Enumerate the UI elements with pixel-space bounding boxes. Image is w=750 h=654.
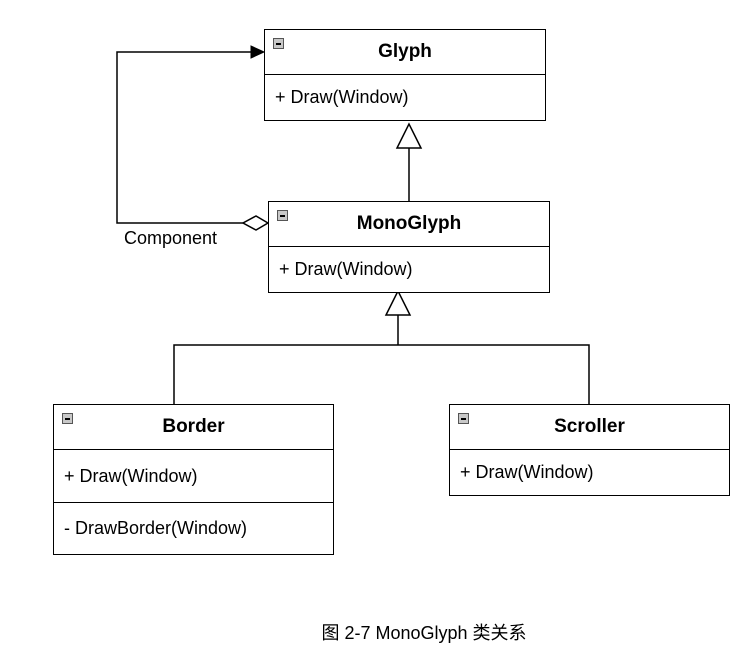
class-glyph-header: Glyph	[265, 30, 545, 75]
class-glyph[interactable]: Glyph + Draw(Window)	[264, 29, 546, 121]
method-row: + Draw(Window)	[265, 75, 545, 119]
class-monoglyph[interactable]: MonoGlyph + Draw(Window)	[268, 201, 550, 293]
collapse-icon[interactable]	[458, 413, 469, 424]
method-row: + Draw(Window)	[450, 450, 729, 494]
method-row: + Draw(Window)	[269, 247, 549, 291]
method-row: + Draw(Window)	[54, 450, 333, 502]
class-name: Glyph	[378, 41, 432, 62]
aggregation-component-line	[116, 51, 252, 224]
method-text: + Draw(Window)	[279, 258, 413, 279]
class-scroller-header: Scroller	[450, 405, 729, 450]
aggregation-label: Component	[124, 228, 218, 248]
class-name: Scroller	[554, 416, 625, 437]
aggregation-diamond	[241, 215, 270, 231]
figure-caption: 图 2-7 MonoGlyph 类关系	[321, 623, 527, 643]
aggregation-arrowhead-glyph	[250, 45, 266, 59]
generalization-arrowhead-glyph	[395, 122, 423, 149]
method-text: + Draw(Window)	[64, 465, 198, 486]
class-scroller[interactable]: Scroller + Draw(Window)	[449, 404, 730, 496]
class-monoglyph-header: MonoGlyph	[269, 202, 549, 247]
class-border[interactable]: Border + Draw(Window) - DrawBorder(Windo…	[53, 404, 334, 555]
method-text: + Draw(Window)	[275, 86, 409, 107]
collapse-icon[interactable]	[277, 210, 288, 221]
collapse-icon[interactable]	[62, 413, 73, 424]
class-name: Border	[162, 416, 225, 437]
generalization-arrowhead-monoglyph	[384, 289, 412, 316]
method-text: - DrawBorder(Window)	[64, 518, 248, 538]
generalization-subclass-bus	[173, 344, 590, 404]
method-row: - DrawBorder(Window)	[54, 502, 333, 554]
class-border-header: Border	[54, 405, 333, 450]
method-text: + Draw(Window)	[460, 461, 594, 482]
class-name: MonoGlyph	[356, 213, 462, 234]
collapse-icon[interactable]	[273, 38, 284, 49]
